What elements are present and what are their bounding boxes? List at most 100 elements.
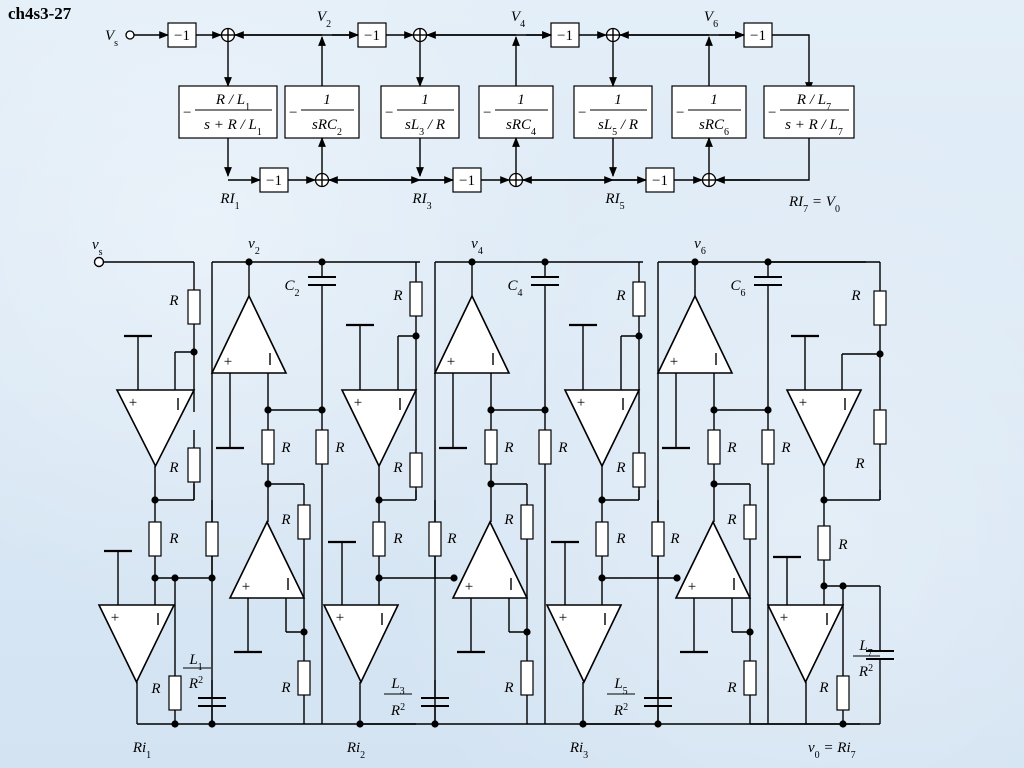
source-terminal xyxy=(93,256,105,268)
capacitor-label-C4: C4 xyxy=(507,278,522,299)
inductor-label-num-2: L3 xyxy=(390,676,404,697)
resistor-label: R xyxy=(168,531,178,547)
resistor xyxy=(520,660,534,696)
resistor xyxy=(315,429,329,465)
resistor xyxy=(538,429,552,465)
resistor-label: R xyxy=(615,460,625,476)
plus-sign: + xyxy=(670,354,678,370)
resistor-label: R xyxy=(780,440,790,456)
node-label-v4: v4 xyxy=(471,236,483,257)
node-label-bottom-2: RI3 xyxy=(411,191,431,212)
plus-sign: + xyxy=(111,610,119,626)
gain-label: −1 xyxy=(652,173,668,189)
plus-sign: + xyxy=(799,395,807,411)
resistor-label: R xyxy=(280,512,290,528)
block-numerator: 1 xyxy=(323,92,331,108)
resistor xyxy=(187,289,201,325)
node-label-bottom-1: RI1 xyxy=(219,191,239,212)
wire xyxy=(716,138,810,181)
resistor xyxy=(409,452,423,488)
resistor xyxy=(817,525,831,561)
resistor-label: R xyxy=(503,512,513,528)
resistor-label: R xyxy=(669,531,679,547)
inductor-label-den-2: R2 xyxy=(390,702,405,720)
block-numerator: 1 xyxy=(710,92,718,108)
opamp-integrator-2 xyxy=(433,294,511,374)
resistor-label: R xyxy=(726,680,736,696)
plus-sign: + xyxy=(354,395,362,411)
block-denominator: sRC6 xyxy=(699,117,729,138)
resistor xyxy=(873,409,887,445)
resistor-label: R xyxy=(334,440,344,456)
opamp-inverter-2 xyxy=(340,389,418,468)
minus-sign: − xyxy=(289,105,297,121)
block-denominator: sL3 / R xyxy=(405,117,445,138)
gain-label: −1 xyxy=(364,28,380,44)
gain-label: −1 xyxy=(266,173,282,189)
resistor xyxy=(205,521,219,557)
resistor xyxy=(707,429,721,465)
resistor-label: R xyxy=(168,293,178,309)
resistor xyxy=(520,504,534,540)
gain-label: −1 xyxy=(459,173,475,189)
node-label-v6: v6 xyxy=(694,236,706,257)
resistor-label: R xyxy=(557,440,567,456)
minus-sign: − xyxy=(385,105,393,121)
source-terminal xyxy=(125,30,135,40)
gain-block-bottom-1 xyxy=(259,167,289,193)
opamp-gic-down-4 xyxy=(766,604,845,684)
block-denominator: s + R / L7 xyxy=(785,117,843,138)
plus-sign: + xyxy=(336,610,344,626)
inductor-label-den-3: R2 xyxy=(613,702,628,720)
junction-dot xyxy=(450,574,458,582)
block-denominator: sL5 / R xyxy=(598,117,638,138)
resistor xyxy=(187,447,201,483)
node-label-top-1: V2 xyxy=(317,9,331,30)
transfer-block-6 xyxy=(671,85,747,139)
opamp-gic-up-1 xyxy=(228,520,306,599)
gain-label: −1 xyxy=(174,28,190,44)
plus-sign: + xyxy=(577,395,585,411)
node-label-bottom-4: RI7 = V0 xyxy=(788,194,840,215)
resistor xyxy=(168,675,182,711)
resistor-label: R xyxy=(503,440,513,456)
inductor-label-den-4: R2 xyxy=(858,663,873,681)
resistor xyxy=(743,504,757,540)
resistor xyxy=(409,281,423,317)
node-label-bottom-3: RI5 xyxy=(604,191,624,212)
node-label-top-3: V6 xyxy=(704,9,718,30)
node-label-top-2: V4 xyxy=(511,9,525,30)
minus-sign: − xyxy=(578,105,586,121)
plus-sign: + xyxy=(242,579,250,595)
resistor-label: R xyxy=(726,512,736,528)
block-numerator: R / L1 xyxy=(215,92,250,113)
output-label-v0: v0 = Ri7 xyxy=(808,740,856,761)
opamp-gic-up-2 xyxy=(451,520,529,599)
resistor-label: R xyxy=(392,288,402,304)
resistor xyxy=(297,660,311,696)
resistor-label: R xyxy=(446,531,456,547)
block-numerator: 1 xyxy=(614,92,622,108)
resistor xyxy=(297,504,311,540)
resistor-label: R xyxy=(392,460,402,476)
capacitor-label-C2: C2 xyxy=(284,278,299,299)
opamp-gic-up-3 xyxy=(674,520,752,599)
opamp-inverter-3 xyxy=(563,389,641,468)
transfer-block-1 xyxy=(178,85,278,139)
resistor xyxy=(873,290,887,326)
resistor-label: R xyxy=(837,537,847,553)
resistor xyxy=(836,675,850,711)
inductor-label-num-3: L5 xyxy=(613,676,627,697)
resistor-label: R xyxy=(503,680,513,696)
opamp-gic-down-2 xyxy=(322,604,400,684)
resistor xyxy=(372,521,386,557)
resistor-label: R xyxy=(392,531,402,547)
transfer-block-5 xyxy=(573,85,653,139)
inductor-label-num-4: L7 xyxy=(858,638,872,659)
block-denominator: sRC4 xyxy=(506,117,536,138)
resistor xyxy=(761,429,775,465)
inductor-label-den-1: R2 xyxy=(188,675,203,693)
block-numerator: 1 xyxy=(517,92,525,108)
